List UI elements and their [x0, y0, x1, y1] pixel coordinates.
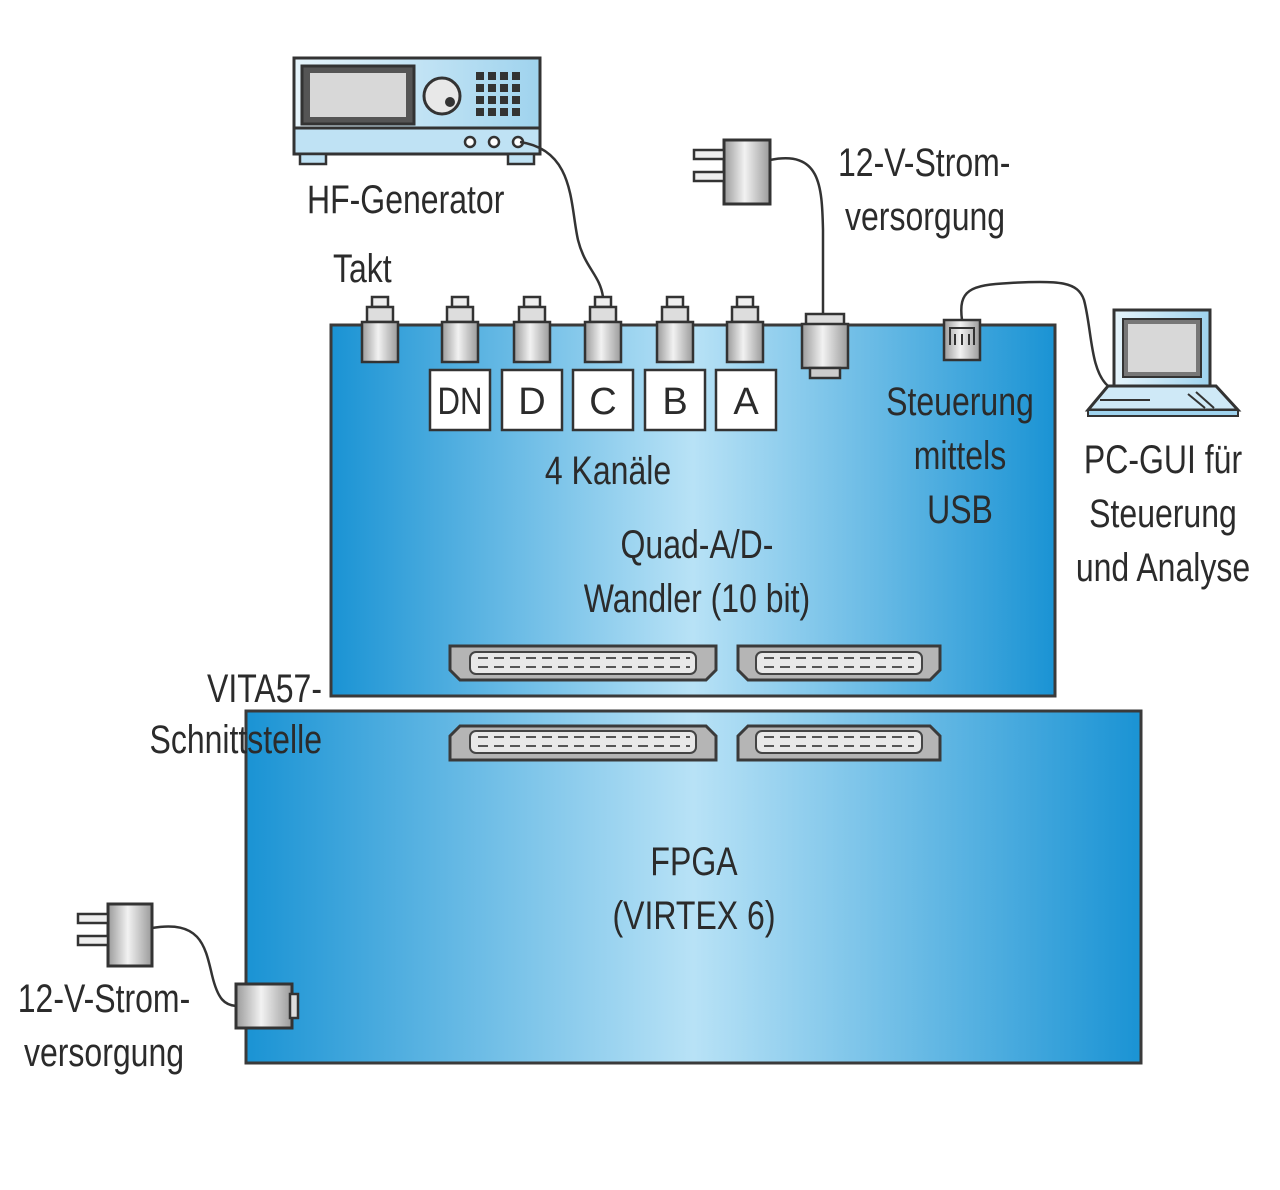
- sma-connector-dn: [440, 295, 480, 364]
- vita57-connector-fpga-right: [736, 724, 942, 762]
- hf-generator-device: [292, 56, 542, 166]
- fpga-board: [244, 709, 1143, 1065]
- power-adapter-bottom: [76, 902, 154, 968]
- channel-box-a: [714, 368, 778, 432]
- label-usb-line2: mittels: [914, 433, 1006, 478]
- laptop-device: [1084, 308, 1242, 417]
- sma-connector-b: [655, 295, 695, 364]
- sma-connector-c: [583, 295, 623, 364]
- label-pc-line3: und Analyse: [1076, 545, 1250, 590]
- power-cable-bottom: [151, 925, 237, 1008]
- label-fpga-line2: (VIRTEX 6): [613, 893, 776, 938]
- label-takt: Takt: [333, 246, 392, 291]
- label-usb-line1: Steuerung: [886, 379, 1034, 424]
- power-cable-top: [769, 157, 825, 314]
- label-pc-line1: PC-GUI für: [1084, 437, 1242, 482]
- channel-box-d: [500, 368, 564, 432]
- label-channels-count: 4 Kanäle: [545, 448, 671, 493]
- label-pc-line2: Steuerung: [1089, 491, 1237, 536]
- channel-box-dn: [428, 368, 492, 432]
- label-power-top-line2: versorgung: [845, 194, 1005, 239]
- usb-port: [942, 318, 982, 362]
- power-jack-adc: [800, 312, 850, 380]
- power-jack-fpga: [234, 982, 300, 1030]
- sma-connector-a: [725, 295, 765, 364]
- label-hf-generator: HF-Generator: [307, 177, 504, 222]
- label-vita-line2: Schnittstelle: [149, 717, 322, 762]
- label-adc-line2: Wandler (10 bit): [584, 576, 810, 621]
- label-power-top-line1: 12-V-Strom-: [838, 140, 1010, 185]
- channel-label-c: C: [589, 381, 616, 423]
- vita57-connector-adc-right: [736, 644, 942, 682]
- label-vita-line1: VITA57-: [207, 666, 322, 711]
- channel-label-a: A: [733, 381, 759, 423]
- label-power-bottom-line2: versorgung: [24, 1030, 184, 1075]
- hf-cable: [519, 140, 605, 298]
- label-power-bottom-line1: 12-V-Strom-: [18, 976, 190, 1021]
- label-usb-line3: USB: [927, 487, 993, 532]
- channel-box-c: [571, 368, 635, 432]
- vita57-connector-fpga-left: [448, 724, 718, 762]
- power-adapter-top: [692, 138, 772, 206]
- channel-label-dn: DN: [438, 381, 483, 423]
- vita57-connector-adc-left: [448, 644, 718, 682]
- channel-box-b: [643, 368, 707, 432]
- channel-label-d: D: [518, 381, 545, 423]
- sma-connector-d: [512, 295, 552, 364]
- label-adc-line1: Quad-A/D-: [621, 522, 774, 567]
- sma-connector-takt: [360, 295, 400, 364]
- label-fpga-line1: FPGA: [650, 839, 738, 884]
- channel-label-b: B: [662, 381, 687, 423]
- sma-connector-row: [360, 295, 765, 364]
- usb-cable: [960, 280, 1109, 387]
